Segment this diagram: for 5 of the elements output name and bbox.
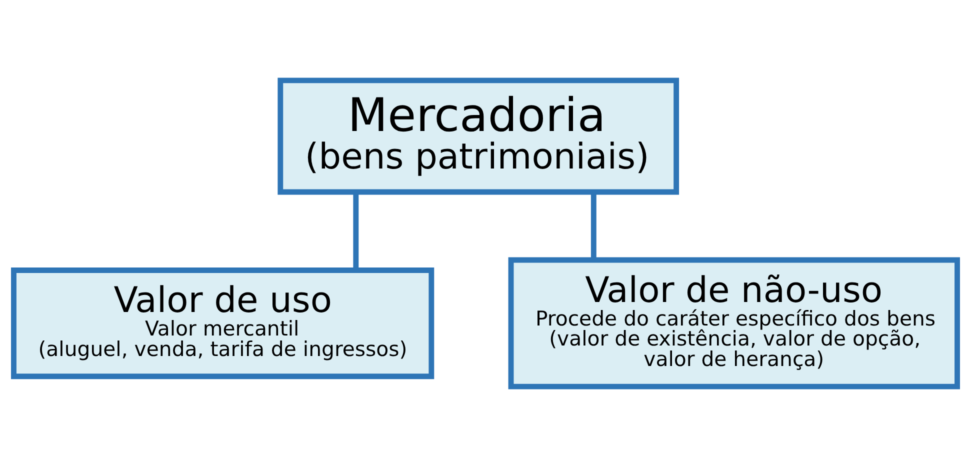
- connector: [353, 192, 359, 270]
- node-box: Valor de não-uso Procede do caráter específico dos bens (valor de existência, valor de opção, valor de herança): [508, 256, 960, 389]
- node-box: Valor de uso Valor mercantil (aluguel, venda, tarifa de ingressos): [11, 267, 434, 379]
- node-box: Mercadoria (bens patrimoniais): [278, 77, 680, 194]
- connector: [590, 192, 596, 260]
